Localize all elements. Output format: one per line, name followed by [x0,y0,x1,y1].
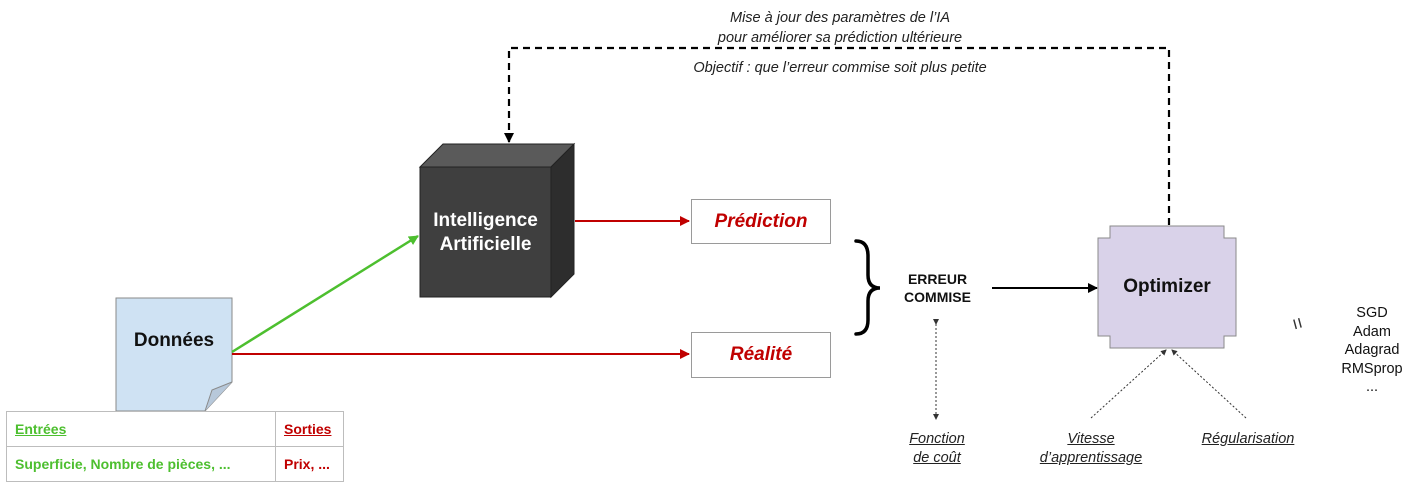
curly-brace [854,239,881,336]
data-to-ai-arrow [231,234,419,354]
table-row: Entrées Sorties [6,411,344,447]
error-line1: ERREUR [907,271,968,287]
error-line2: COMMISE [904,289,971,305]
learning-rate-label: Vitesse d’apprentissage [1026,430,1156,468]
optimizer-list: SGD Adam Adagrad RMSprop ... [1328,304,1416,397]
inputs-header: Entrées [6,411,276,447]
lr-line1: Vitesse [1067,431,1115,447]
ai-line1: Intelligence [433,210,538,231]
learning-rate-link [1090,349,1167,419]
outputs-value: Prix, ... [275,446,344,482]
loss-line1: Fonction [909,431,965,447]
regularization-link [1171,349,1247,419]
optimizer-item: RMSprop [1341,360,1403,377]
outputs-header: Sorties [275,411,344,447]
ai-line2: Artificielle [439,234,532,255]
loss-function-label: Fonction de coût [887,430,987,468]
document-fold [204,381,233,412]
feedback-objective: Objectif : que l’erreur commise soit plu… [693,60,987,76]
optimizer-item: Adam [1353,323,1391,340]
reality-box: Réalité [691,332,831,378]
table-row: Superficie, Nombre de pièces, ... Prix, … [6,446,344,482]
optimizer-shape [1097,225,1237,349]
feedback-line2: pour améliorer sa prédiction ultérieure [717,30,963,46]
optimizer-item: SGD [1356,305,1388,321]
ai-cube [418,142,576,299]
feedback-note: Mise à jour des paramètres de l’IA pour … [650,8,1030,48]
loss-line2: de coût [913,450,961,466]
lr-line2: d’apprentissage [1039,450,1143,466]
prediction-box: Prédiction [691,199,831,244]
data-document-label: Données [133,330,215,351]
inputs-header-text: Entrées [15,421,67,437]
ai-box-label: Intelligence Artificielle [420,209,551,257]
outputs-value-text: Prix, ... [284,456,330,472]
optimizer-item: Adagrad [1344,342,1400,358]
error-label: ERREUR COMMISE [890,270,985,306]
feedback-arrow [504,46,1171,225]
inputs-value: Superficie, Nombre de pièces, ... [6,446,276,482]
optimizer-label: Optimizer [1123,276,1211,297]
regularization-label: Régularisation [1201,431,1295,447]
feedback-line1: Mise à jour des paramètres de l’IA [729,10,950,26]
io-table: Entrées Sorties Superficie, Nombre de pi… [6,411,344,482]
inputs-value-text: Superficie, Nombre de pièces, ... [15,456,231,472]
optimizer-item: ... [1365,379,1379,395]
outputs-header-text: Sorties [284,421,332,437]
